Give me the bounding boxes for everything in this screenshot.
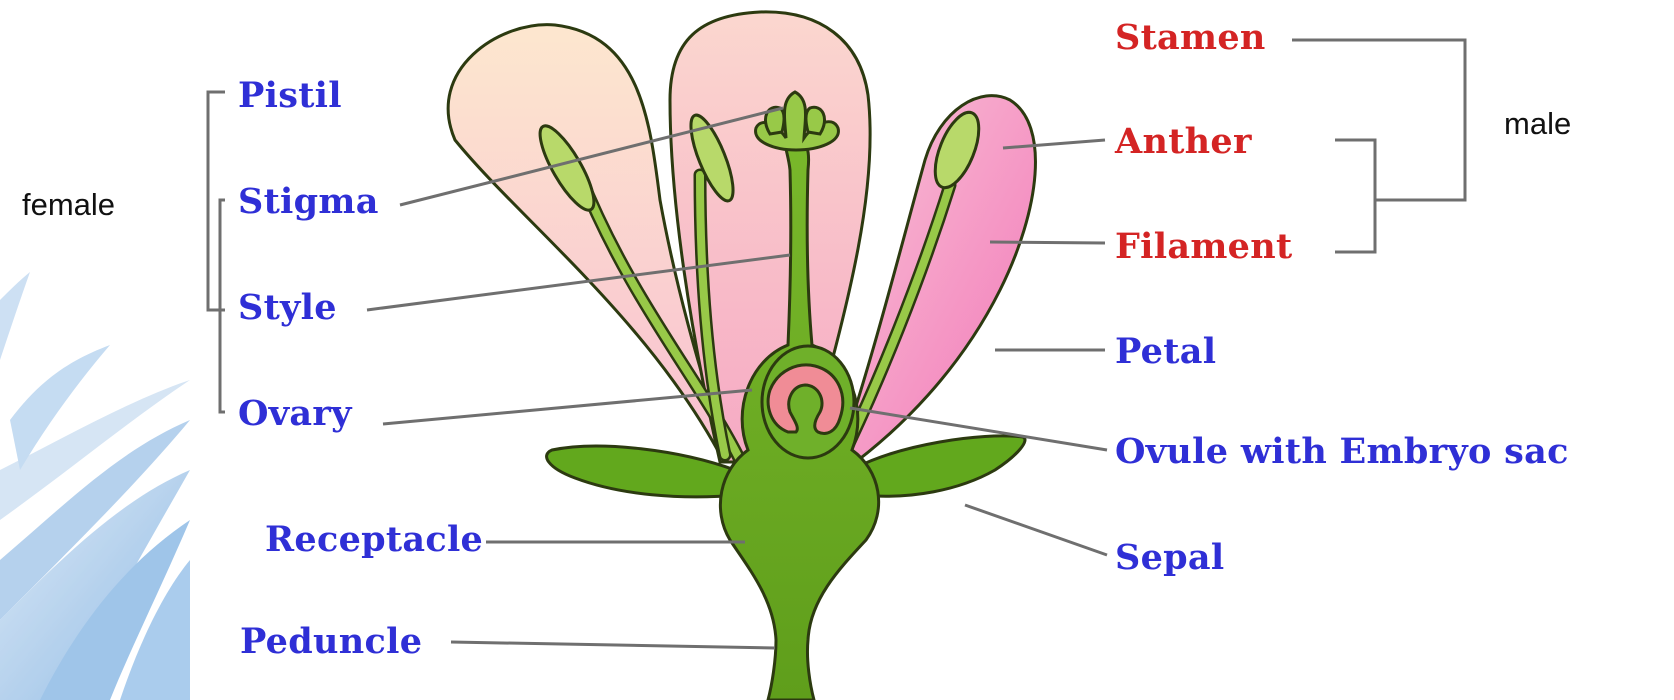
grass-decoration <box>0 272 190 700</box>
label-style: Style <box>238 290 337 325</box>
sepal-left <box>547 446 740 497</box>
label-stamen: Stamen <box>1115 20 1266 55</box>
label-sepal: Sepal <box>1115 540 1225 575</box>
label-ovary: Ovary <box>238 396 352 431</box>
label-anther: Anther <box>1115 124 1252 159</box>
label-petal: Petal <box>1115 334 1216 369</box>
label-receptacle: Receptacle <box>265 522 483 557</box>
label-ovule: Ovule with Embryo sac <box>1115 434 1569 469</box>
male-group-label: male <box>1504 108 1571 139</box>
label-peduncle: Peduncle <box>240 624 422 659</box>
label-stigma: Stigma <box>238 184 379 219</box>
sepal-right <box>855 436 1025 496</box>
label-filament: Filament <box>1115 229 1292 264</box>
label-pistil: Pistil <box>238 78 342 113</box>
female-group-label: female <box>22 189 115 220</box>
